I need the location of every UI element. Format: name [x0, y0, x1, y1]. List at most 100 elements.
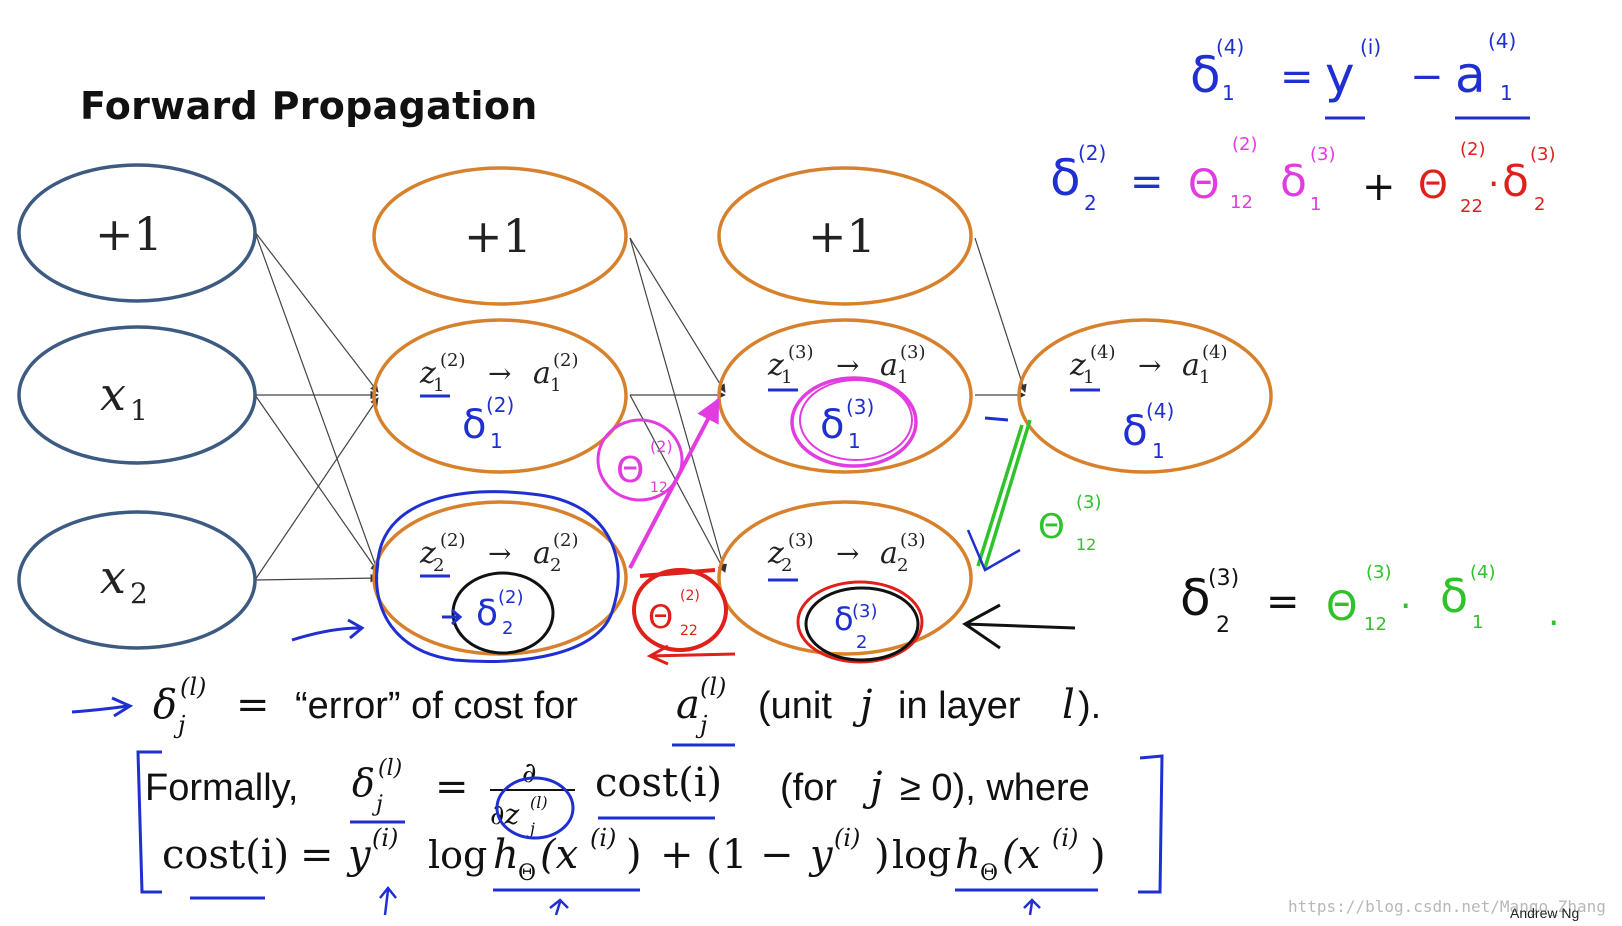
h1u2-blue-scribble — [375, 490, 620, 663]
h2u2-red-circle — [796, 580, 924, 664]
definition-l: l — [1062, 682, 1075, 728]
definition-text4: ). — [1078, 685, 1101, 727]
eq2-theta1: Θ — [1188, 162, 1219, 208]
out-z: z — [1069, 348, 1086, 383]
h2u1-delta: δ — [820, 402, 844, 448]
cost-x2-sup: (i) — [1052, 824, 1078, 852]
cost-log2: log — [892, 833, 951, 877]
h1u1-arrow: → — [488, 357, 511, 390]
cost-x-sup: (i) — [590, 824, 616, 852]
edge-h1u1-h2u2 — [629, 394, 726, 573]
input-x2-subscript: 2 — [130, 577, 148, 610]
eq2-theta1-sup: (2) — [1232, 134, 1258, 155]
h1u1-delta-sub: 1 — [490, 429, 503, 453]
h2-unit2-node — [717, 500, 973, 656]
eq3-delta-sup: (4) — [1470, 562, 1496, 583]
eq2-delta2: δ — [1502, 156, 1529, 207]
formal-cost: cost(i) — [595, 760, 722, 806]
cost-y-sup: (i) — [372, 824, 398, 852]
eq1-eq: = — [1280, 54, 1314, 100]
definition-j: j — [852, 682, 872, 728]
formal-j: j — [862, 764, 882, 810]
h1u2-z-sub: 2 — [433, 555, 444, 576]
green-arrow-head — [966, 529, 1021, 572]
out-delta: δ — [1122, 406, 1148, 455]
h2u2-a-sup: (3) — [900, 530, 926, 551]
h1-bias-label: +1 — [464, 209, 532, 263]
input-x2-label: x — [100, 550, 126, 604]
h2u1-pink-circle — [790, 376, 918, 468]
h1u2-z-sup: (2) — [440, 530, 466, 551]
h1u1-z-sub: 1 — [433, 375, 444, 396]
h1u2-small-arrow — [442, 608, 463, 626]
definition-a-sup: (l) — [700, 673, 726, 701]
h1u2-delta-sup: (2) — [498, 587, 524, 608]
formal-cond: (for — [780, 767, 837, 809]
h2u2-delta-sup: (3) — [852, 601, 878, 622]
cost-h2-tick-arrow — [1023, 898, 1041, 916]
h1u1-z: z — [419, 356, 436, 391]
cost-lhs: cost(i) — [162, 832, 289, 878]
formal-dz-sub: j — [527, 819, 535, 838]
formal-left-bracket — [136, 750, 162, 894]
edge-h1bias-h2u2 — [629, 237, 727, 573]
equation-2: δ 2 (2) = Θ (2) 12 δ 1 (3) + Θ (2) 22 · … — [1050, 134, 1556, 217]
eq3-theta-sub: 12 — [1364, 614, 1387, 635]
h1u2-delta: δ — [476, 593, 498, 634]
h2u1-delta-sub: 1 — [848, 429, 861, 453]
red-theta-sub: 22 — [680, 623, 698, 639]
pink-theta-sup: (2) — [650, 437, 673, 456]
h2-unit1-node — [717, 318, 973, 474]
input-x1-label: x — [100, 367, 126, 421]
h2u1-a-sub: 1 — [897, 367, 908, 388]
h2u2-z: z — [767, 536, 784, 571]
page-title: Forward Propagation — [80, 84, 538, 128]
eq1-minus: − — [1410, 54, 1444, 100]
green-theta-sub: 12 — [1076, 535, 1096, 554]
h2u1-z-sub: 1 — [781, 367, 792, 388]
h1-unit2-node — [372, 500, 628, 656]
eq1-lhs: δ — [1190, 46, 1221, 104]
formal-delta: δ — [352, 761, 375, 805]
h1u2-pointer-arrow — [291, 618, 365, 642]
cost-close2: ) — [874, 832, 890, 878]
input-x1-subscript: 1 — [130, 394, 148, 427]
hidden-layer-1: +1 z 1 (2) → a 1 (2) δ 1 (2) z 2 (2) → a… — [291, 166, 628, 663]
h2u2-arrow: → — [836, 537, 859, 570]
out-z-sup: (4) — [1090, 342, 1116, 363]
h1u2-a: a — [533, 536, 551, 571]
h2u2-black-pointer-arrow — [962, 603, 1076, 650]
red-theta-sup: (2) — [680, 588, 700, 604]
formal-right-bracket — [1138, 754, 1164, 894]
definition-text3: in layer — [898, 685, 1021, 727]
cost-log: log — [428, 833, 487, 877]
eq2-delta2-sup: (3) — [1530, 144, 1556, 165]
h2u2-delta: δ — [834, 600, 854, 638]
eq3-eq: = — [1266, 579, 1300, 625]
eq1-a: a — [1455, 46, 1486, 104]
h1u2-arrow: → — [488, 537, 511, 570]
cost-y: y — [346, 832, 372, 878]
h1u1-a-sup: (2) — [553, 350, 579, 371]
h2u2-delta-sub: 2 — [856, 632, 867, 653]
h1u2-z: z — [419, 536, 436, 571]
eq3-delta-sub: 1 — [1472, 612, 1483, 633]
output-layer: z 1 (4) → a 1 (4) δ 1 (4) — [1017, 318, 1273, 474]
h2u1-z-sup: (3) — [788, 342, 814, 363]
cost-h2: h — [955, 832, 981, 878]
edge-bias-h1u1 — [254, 231, 379, 393]
eq2-eq: = — [1130, 159, 1164, 205]
definition-eq: = — [236, 682, 270, 728]
h2u1-delta-sup: (3) — [846, 395, 874, 419]
out-z-sub: 1 — [1083, 367, 1094, 388]
definition-text1: “error” of cost for — [295, 685, 578, 727]
out-delta-sub: 1 — [1152, 439, 1165, 463]
h1-bias-node — [372, 166, 628, 306]
edge-bias-h1u2 — [254, 231, 380, 573]
definition-pointer-arrow — [71, 696, 134, 718]
eq2-lhs-sub: 2 — [1084, 191, 1097, 215]
red-backprop-arrow — [639, 568, 716, 578]
eq2-plus: + — [1362, 164, 1396, 210]
edge-h1bias-h2u1 — [629, 237, 726, 393]
